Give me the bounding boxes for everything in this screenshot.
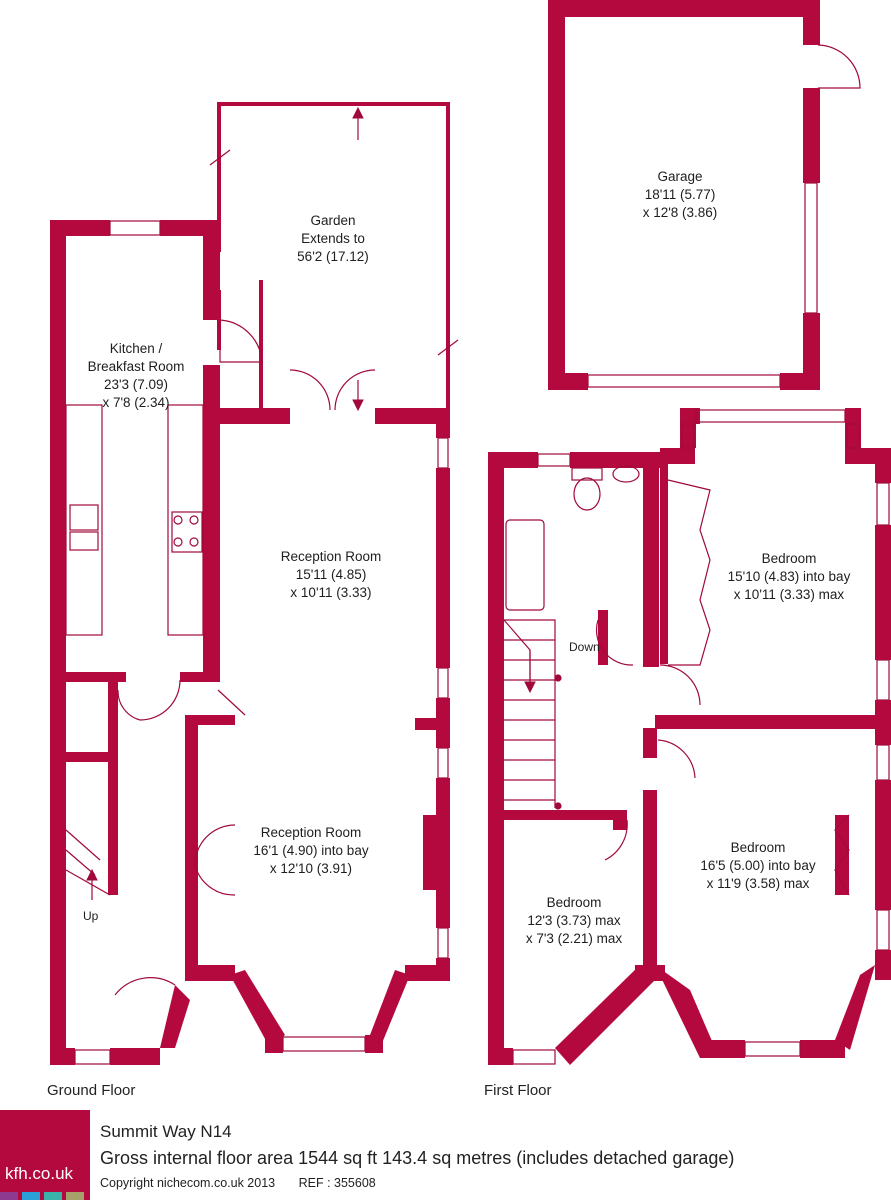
room-labels: Garden Extends to 56'2 (17.12) Kitchen /… [83, 169, 851, 946]
bedroom-3-size-2: x 7'3 (2.21) max [526, 931, 623, 946]
kitchen-name-2: Breakfast Room [88, 359, 185, 374]
reception-1-size-2: x 10'11 (3.33) [290, 585, 371, 600]
ground-floor-label: Ground Floor [47, 1082, 136, 1099]
reception-2-name: Reception Room [261, 825, 362, 840]
logo-stripe [22, 1192, 40, 1200]
reference-text: REF : 355608 [298, 1176, 376, 1190]
garden-name: Garden [310, 213, 355, 228]
copyright-line: Copyright nichecom.co.uk 2013 REF : 3556… [100, 1176, 396, 1190]
logo-text: kfh.co.uk [5, 1164, 74, 1183]
garden-extends: Extends to [301, 231, 365, 246]
kfh-logo: kfh.co.uk [0, 1110, 90, 1200]
bedroom-3-size-1: 12'3 (3.73) max [527, 913, 621, 928]
floor-plan-drawing: Garden Extends to 56'2 (17.12) Kitchen /… [50, 0, 891, 1065]
reception-2-size-2: x 12'10 (3.91) [270, 861, 352, 876]
kitchen-size-2: x 7'8 (2.34) [102, 395, 169, 410]
garage-size-2: x 12'8 (3.86) [643, 205, 718, 220]
bedroom-1-name: Bedroom [762, 551, 817, 566]
copyright-text: Copyright nichecom.co.uk 2013 [100, 1176, 276, 1190]
bedroom-2-name: Bedroom [731, 840, 786, 855]
fixtures [65, 44, 890, 1065]
stairs-up-label: Up [83, 909, 99, 923]
walls [50, 0, 891, 1065]
garage-size-1: 18'11 (5.77) [645, 187, 716, 202]
arrows [86, 106, 536, 900]
reception-1-size-1: 15'11 (4.85) [296, 567, 367, 582]
kitchen-name: Kitchen / [110, 341, 163, 356]
logo-stripe [66, 1192, 84, 1200]
property-title: Summit Way N14 [100, 1122, 232, 1141]
floor-area-text: Gross internal floor area 1544 sq ft 143… [100, 1148, 735, 1168]
bedroom-1-size-2: x 10'11 (3.33) max [734, 587, 845, 602]
bedroom-1-size-1: 15'10 (4.83) into bay [728, 569, 851, 584]
bedroom-2-size-1: 16'5 (5.00) into bay [700, 858, 815, 873]
garage-name: Garage [657, 169, 702, 184]
bedroom-3-name: Bedroom [547, 895, 602, 910]
logo-stripe [0, 1192, 18, 1200]
bedroom-2-size-2: x 11'9 (3.58) max [707, 876, 810, 891]
stairs-down-label: Down [569, 640, 600, 654]
first-floor-label: First Floor [484, 1082, 552, 1099]
kitchen-size-1: 23'3 (7.09) [104, 377, 168, 392]
reception-2-size-1: 16'1 (4.90) into bay [253, 843, 368, 858]
reception-1-name: Reception Room [281, 549, 382, 564]
logo-stripe [44, 1192, 62, 1200]
garden-size: 56'2 (17.12) [297, 249, 369, 264]
